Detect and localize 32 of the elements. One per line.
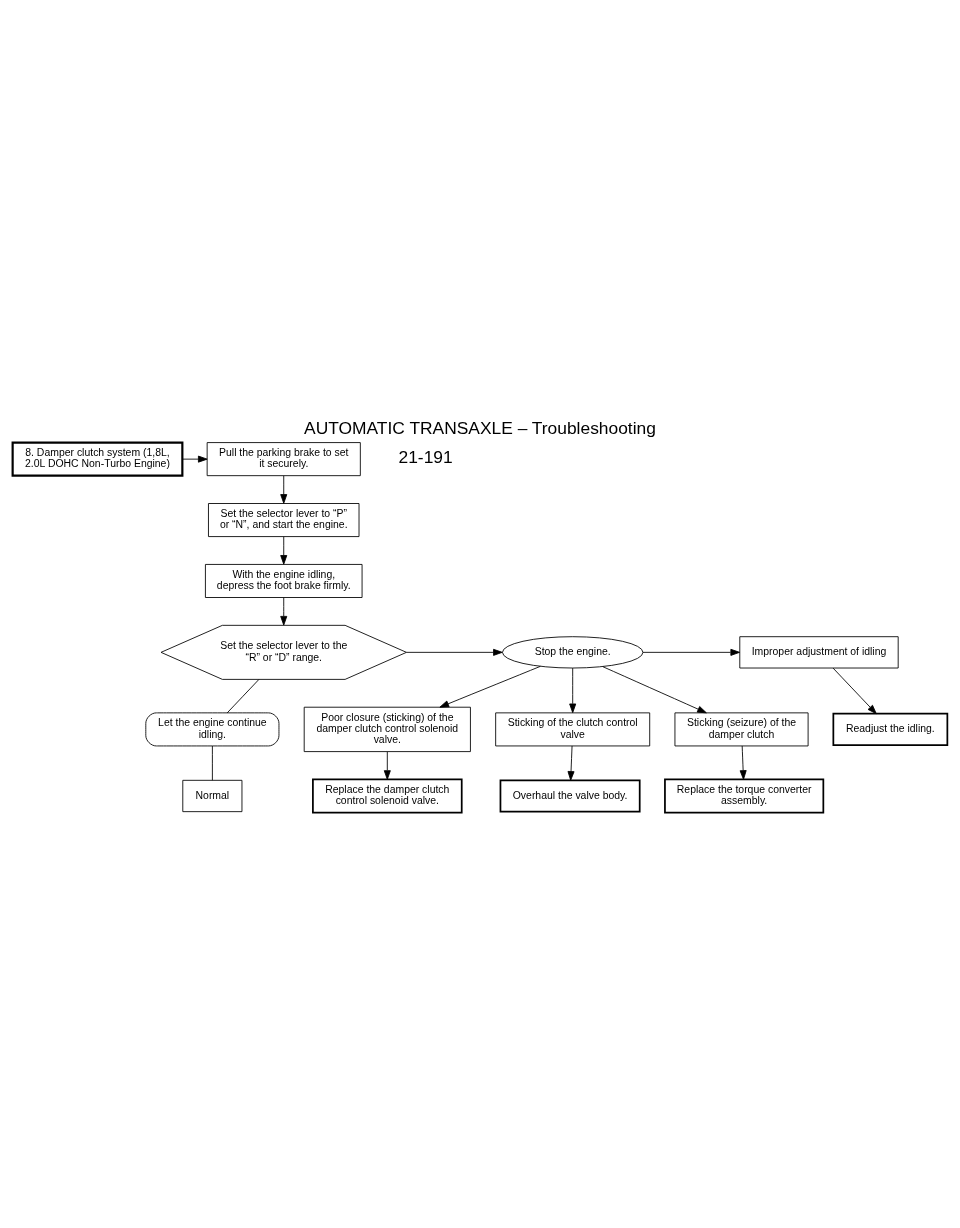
arrow (439, 665, 541, 708)
arrow (642, 648, 740, 656)
node-ellipse: Stop the engine. (502, 635, 644, 668)
arrow (280, 474, 288, 504)
diagram-title: AUTOMATIC TRANSAXLE – Troubleshooting (304, 417, 656, 438)
node-box: Let the engine continue idling. (145, 711, 280, 746)
node-box: Replace the damper clutch control solenoid valve. (312, 778, 463, 813)
node-box: 8. Damper clutch system (1,8L, 2.0L DOHC Non-Turbo Engine) (11, 441, 184, 477)
connector (226, 678, 260, 713)
arrow (739, 745, 747, 780)
arrow (832, 667, 877, 714)
arrow (182, 455, 208, 463)
arrow (602, 665, 707, 713)
node-box: Overhaul the valve body. (499, 778, 641, 812)
arrow (567, 745, 575, 781)
connector (211, 745, 213, 781)
node-box: Set the selector lever to “P” or “N”, and start the engine. (208, 502, 360, 537)
arrow (406, 648, 503, 656)
arrow (569, 667, 577, 713)
arrow (280, 535, 288, 565)
node-box: With the engine idling, depress the foot brake firmly. (205, 563, 363, 598)
node-box: Normal (182, 779, 243, 812)
node-box: Readjust the idling. (832, 712, 949, 746)
node-box: Replace the torque converter assembly. (664, 778, 825, 813)
node-box: Sticking (seizure) of the damper clutch (674, 711, 809, 746)
node-box: Poor closure (sticking) of the damper clutch control solenoid valve. (303, 706, 471, 752)
node-box: Pull the parking brake to set it securely. (206, 441, 361, 476)
node-box: Sticking of the clutch control valve (495, 711, 651, 746)
arrow (280, 596, 288, 626)
label: 21-191 (398, 446, 453, 467)
arrow (383, 750, 391, 780)
node-box: Improper adjustment of idling (739, 635, 899, 668)
